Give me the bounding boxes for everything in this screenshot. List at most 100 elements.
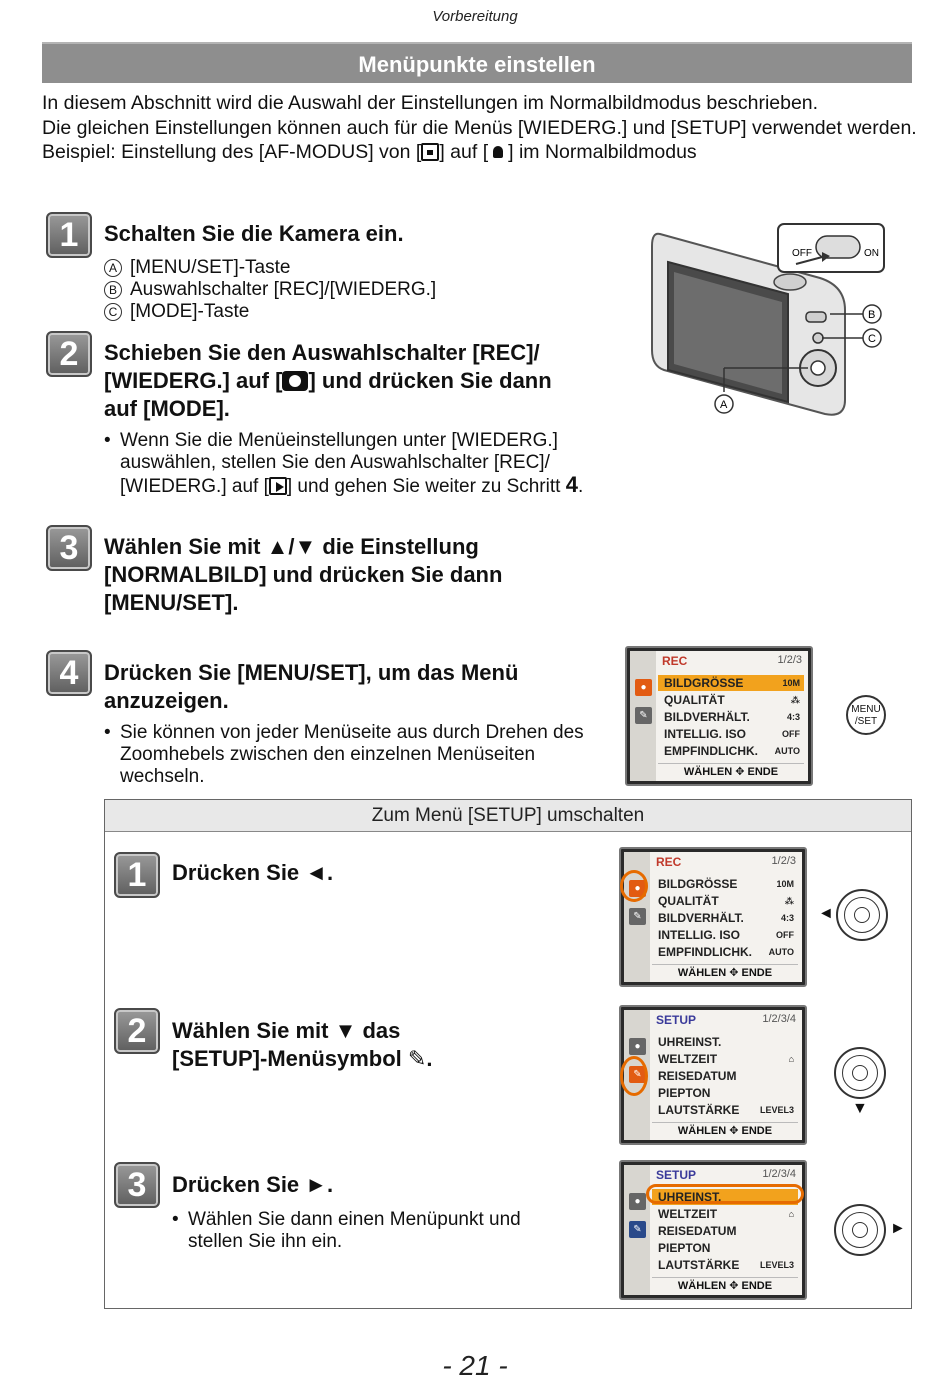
section-title: Menüpunkte einstellen (42, 42, 912, 83)
lcd-footer: WÄHLEN ✥ ENDE (652, 1277, 798, 1293)
callout-c-label: C (868, 333, 876, 345)
cursor-dial-icon (836, 889, 888, 941)
left-arrow-icon: ◄ (818, 905, 834, 922)
box-header: Zum Menü [SETUP] umschalten (105, 800, 911, 832)
setup-tab-icon: ✎ (629, 908, 646, 925)
step-3-title-line-3: [MENU/SET]. (104, 590, 239, 615)
lcd-row: EMPFINDLICHK.AUTO (664, 744, 800, 758)
lcd-footer: WÄHLEN ✥ ENDE (658, 763, 804, 779)
play-icon (268, 477, 287, 495)
down-arrow-icon: ▼ (852, 1100, 868, 1117)
setup-tab-icon: ✎ (629, 1221, 646, 1238)
camera-illustration: OFF ON B C A (640, 220, 900, 430)
step-2-title-line-3: auf [MODE]. (104, 396, 230, 421)
step-4-title-line-2: anzuzeigen. (104, 688, 229, 713)
step-3-title: Wählen Sie mit ▲/▼ die Einstellung [NORM… (104, 533, 624, 617)
lcd-row: QUALITÄT⁂ (664, 693, 800, 707)
menu-set-button-icon: MENU /SET (846, 695, 886, 735)
callout-a-label: A (720, 399, 728, 411)
step-3-badge: 3 (46, 525, 92, 571)
lcd-row: EMPFINDLICHK.AUTO (658, 945, 794, 959)
camera-icon: OFF ON B C A (651, 223, 885, 416)
wrench-icon: ✎ (407, 1046, 427, 1071)
lcd-header: REC (656, 855, 682, 869)
lcd-header: SETUP (656, 1013, 697, 1027)
cursor-dial-icon (834, 1047, 886, 1099)
step-2-title-line-1: Schieben Sie den Auswahlschalter [REC]/ (104, 340, 540, 365)
page-number: - 21 - (442, 1350, 508, 1379)
intro-text: In diesem Abschnitt wird die Auswahl der… (42, 91, 922, 165)
lcd-header: SETUP (656, 1168, 697, 1182)
step-1-item-c: C [MODE]-Taste (104, 301, 249, 323)
item-c-text: [MODE]-Taste (130, 301, 250, 322)
lcd-row: WELTZEIT⌂ (658, 1207, 794, 1221)
lcd-row: REISEDATUM (658, 1069, 737, 1083)
lcd-row: PIEPTON (658, 1241, 711, 1255)
label-c-icon: C (104, 303, 122, 321)
step-4-badge: 4 (46, 650, 92, 696)
step-2-title: Schieben Sie den Auswahlschalter [REC]/ … (104, 339, 624, 423)
switch-off-label: OFF (792, 248, 812, 259)
rec-tab-icon: ● (629, 1038, 646, 1055)
step-1-title: Schalten Sie die Kamera ein. (104, 221, 404, 246)
lcd-row: REISEDATUM (658, 1224, 737, 1238)
step-2-title-part-b: [WIEDERG.] auf [ (104, 368, 283, 393)
box-step-1-badge: 1 (114, 852, 160, 898)
box-step-2-title: Wählen Sie mit ▼ das [SETUP]-Menüsymbol … (172, 1017, 592, 1073)
highlight-ring (620, 1056, 648, 1096)
lcd-row: PIEPTON (658, 1086, 711, 1100)
box-step-1-title: Drücken Sie ◄. (172, 860, 334, 885)
cursor-dial-icon (834, 1204, 886, 1256)
step-1-item-a: A [MENU/SET]-Taste (104, 257, 290, 279)
lcd-page: 1/2/3 (777, 654, 802, 666)
step-2-title-part-c: ] und drücken Sie dann (308, 368, 552, 393)
highlight-ring (620, 870, 648, 902)
step-4-title-line-1: Drücken Sie [MENU/SET], um das Menü (104, 660, 519, 685)
lcd-setup-menu-box-2: ● ✎ SETUP 1/2/3/4 UHREINST. WELTZEIT⌂ RE… (619, 1005, 807, 1145)
item-a-text: [MENU/SET]-Taste (130, 257, 291, 278)
lcd-page: 1/2/3/4 (762, 1168, 796, 1180)
setup-tab-icon: ✎ (635, 707, 652, 724)
lcd-setup-menu-box-3: ● ✎ SETUP 1/2/3/4 UHREINST. WELTZEIT⌂ RE… (619, 1160, 807, 1300)
step-2-badge: 2 (46, 331, 92, 377)
lcd-page: 1/2/3 (771, 855, 796, 867)
setup-switch-box: Zum Menü [SETUP] umschalten (104, 799, 912, 1309)
intro-line-1: In diesem Abschnitt wird die Auswahl der… (42, 92, 819, 114)
step-2-note-part-d: . (577, 476, 584, 497)
box-step-2-title-line-1: Wählen Sie mit ▼ das (172, 1018, 401, 1043)
box-step-3-note: Wählen Sie dann einen Menüpunkt und stel… (172, 1209, 572, 1253)
lcd-row: BILDVERHÄLT.4:3 (664, 710, 800, 724)
lcd-row: WELTZEIT⌂ (658, 1052, 794, 1066)
example-part-c: ] im Normalbildmodus (508, 141, 697, 163)
example-part-a: Beispiel: Einstellung des [AF-MODUS] von… (42, 141, 422, 163)
step-2-note-part-a: Wenn Sie die Menüeinstellungen unter [WI… (120, 430, 558, 497)
af-face-detection-icon (488, 143, 509, 161)
right-arrow-icon: ► (890, 1220, 906, 1237)
step-4-title: Drücken Sie [MENU/SET], um das Menü anzu… (104, 659, 624, 715)
step-1-badge: 1 (46, 212, 92, 258)
highlight-ring (646, 1184, 804, 1204)
lcd-row: BILDVERHÄLT.4:3 (658, 911, 794, 925)
lcd-row: QUALITÄT⁂ (658, 894, 794, 908)
af-1-area-icon (421, 143, 440, 161)
box-step-2-title-line-2: [SETUP]-Menüsymbol ✎. (172, 1046, 433, 1071)
box-step-2-badge: 2 (114, 1008, 160, 1054)
step-2-note-step-ref: 4 (565, 472, 578, 497)
step-3-title-line-1: Wählen Sie mit ▲/▼ die Einstellung (104, 534, 479, 559)
step-2-note: Wenn Sie die Menüeinstellungen unter [WI… (104, 430, 614, 498)
lcd-tab-strip: ● ✎ (630, 651, 656, 781)
switch-on-label: ON (864, 248, 879, 259)
intro-example: Beispiel: Einstellung des [AF-MODUS] von… (42, 140, 922, 165)
step-2-title-line-2: [WIEDERG.] auf [ ] und drücken Sie dann (104, 367, 624, 395)
lcd-footer: WÄHLEN ✥ ENDE (652, 964, 798, 980)
intro-line-2: Die gleichen Einstellungen können auch f… (42, 116, 917, 139)
lcd-page: 1/2/3/4 (762, 1013, 796, 1025)
rec-camera-icon (282, 371, 309, 391)
label-a-icon: A (104, 259, 122, 277)
label-b-icon: B (104, 281, 122, 299)
